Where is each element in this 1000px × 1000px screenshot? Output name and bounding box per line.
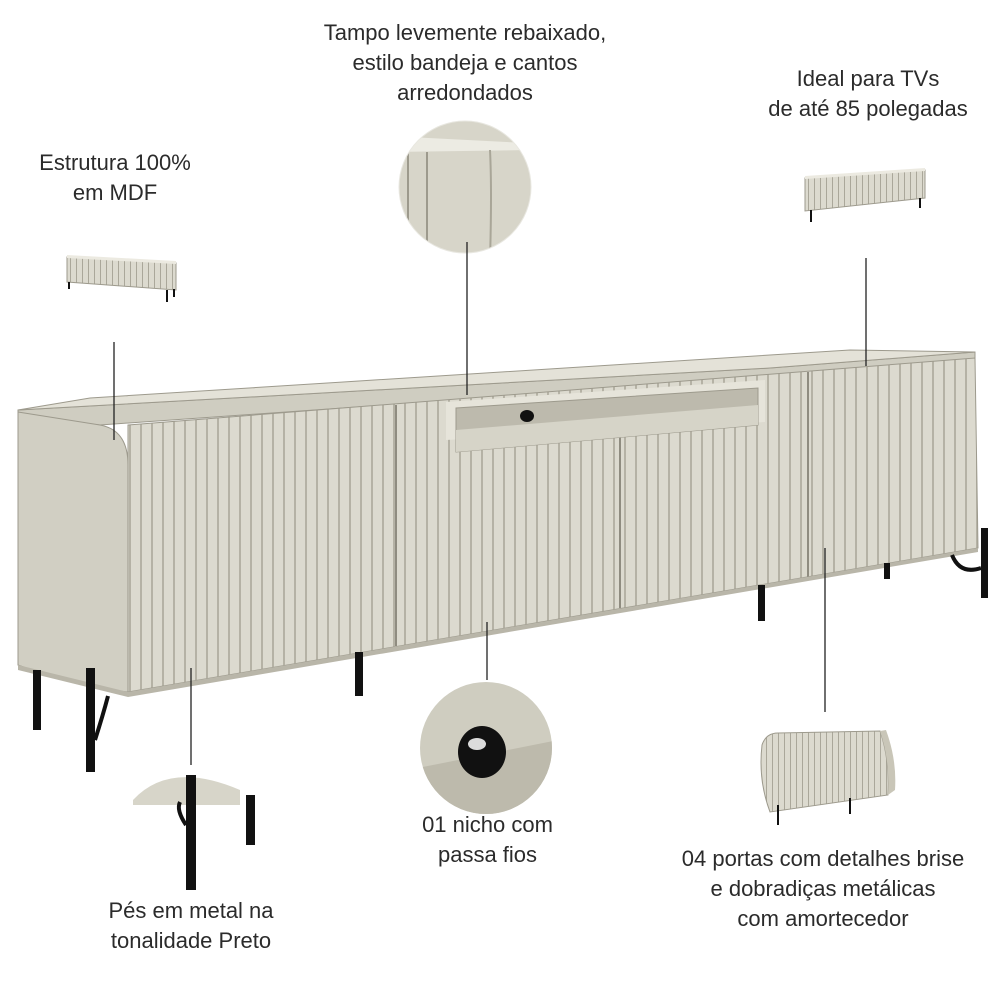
- callout-doors: 04 portas com detalhes brise e dobradiça…: [652, 844, 994, 934]
- callout-top-line-2: estilo bandeja e cantos: [352, 50, 578, 75]
- callout-legs-line-1: Pés em metal na: [108, 898, 274, 923]
- tray-top-detail-icon: [398, 120, 532, 254]
- callout-structure-line-1: Estrutura 100%: [39, 150, 191, 175]
- callout-structure: Estrutura 100% em MDF: [20, 148, 210, 208]
- callout-niche: 01 nicho com passa fios: [395, 810, 580, 870]
- callout-tv-line-1: Ideal para TVs: [796, 66, 940, 91]
- cable-hole-detail-icon: [420, 682, 552, 814]
- callout-doors-line-2: e dobradiças metálicas: [710, 876, 936, 901]
- callout-top-line-1: Tampo levemente rebaixado,: [323, 20, 607, 45]
- callout-doors-line-3: com amortecedor: [737, 906, 909, 931]
- thumbnail-structure: [66, 255, 177, 302]
- callout-niche-line-2: passa fios: [437, 842, 538, 867]
- callout-doors-line-1: 04 portas com detalhes brise: [681, 846, 965, 871]
- callout-legs-line-2: tonalidade Preto: [110, 928, 272, 953]
- main-rack: [17, 349, 988, 772]
- metal-leg-detail-icon: [133, 775, 255, 890]
- callout-tv: Ideal para TVs de até 85 polegadas: [750, 64, 986, 124]
- callout-structure-line-2: em MDF: [72, 180, 158, 205]
- thumbnail-doors: [760, 730, 896, 825]
- callout-top-line-3: arredondados: [397, 80, 533, 105]
- callout-top: Tampo levemente rebaixado, estilo bandej…: [305, 18, 625, 108]
- callout-niche-line-1: 01 nicho com: [422, 812, 553, 837]
- thumbnail-tv: [804, 168, 926, 222]
- callout-tv-line-2: de até 85 polegadas: [768, 96, 968, 121]
- callout-lines: [113, 242, 867, 765]
- callout-legs: Pés em metal na tonalidade Preto: [80, 896, 302, 956]
